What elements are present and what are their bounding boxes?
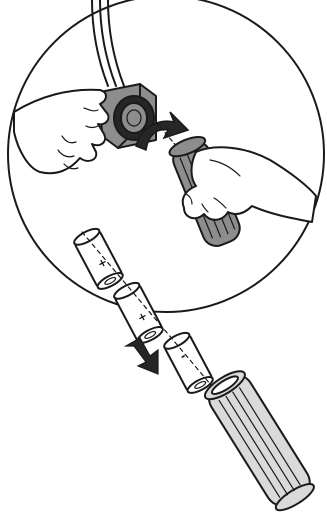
straight-direction-arrow-icon — [126, 338, 158, 374]
battery-tube — [201, 366, 318, 515]
battery-3: - — [162, 330, 215, 396]
